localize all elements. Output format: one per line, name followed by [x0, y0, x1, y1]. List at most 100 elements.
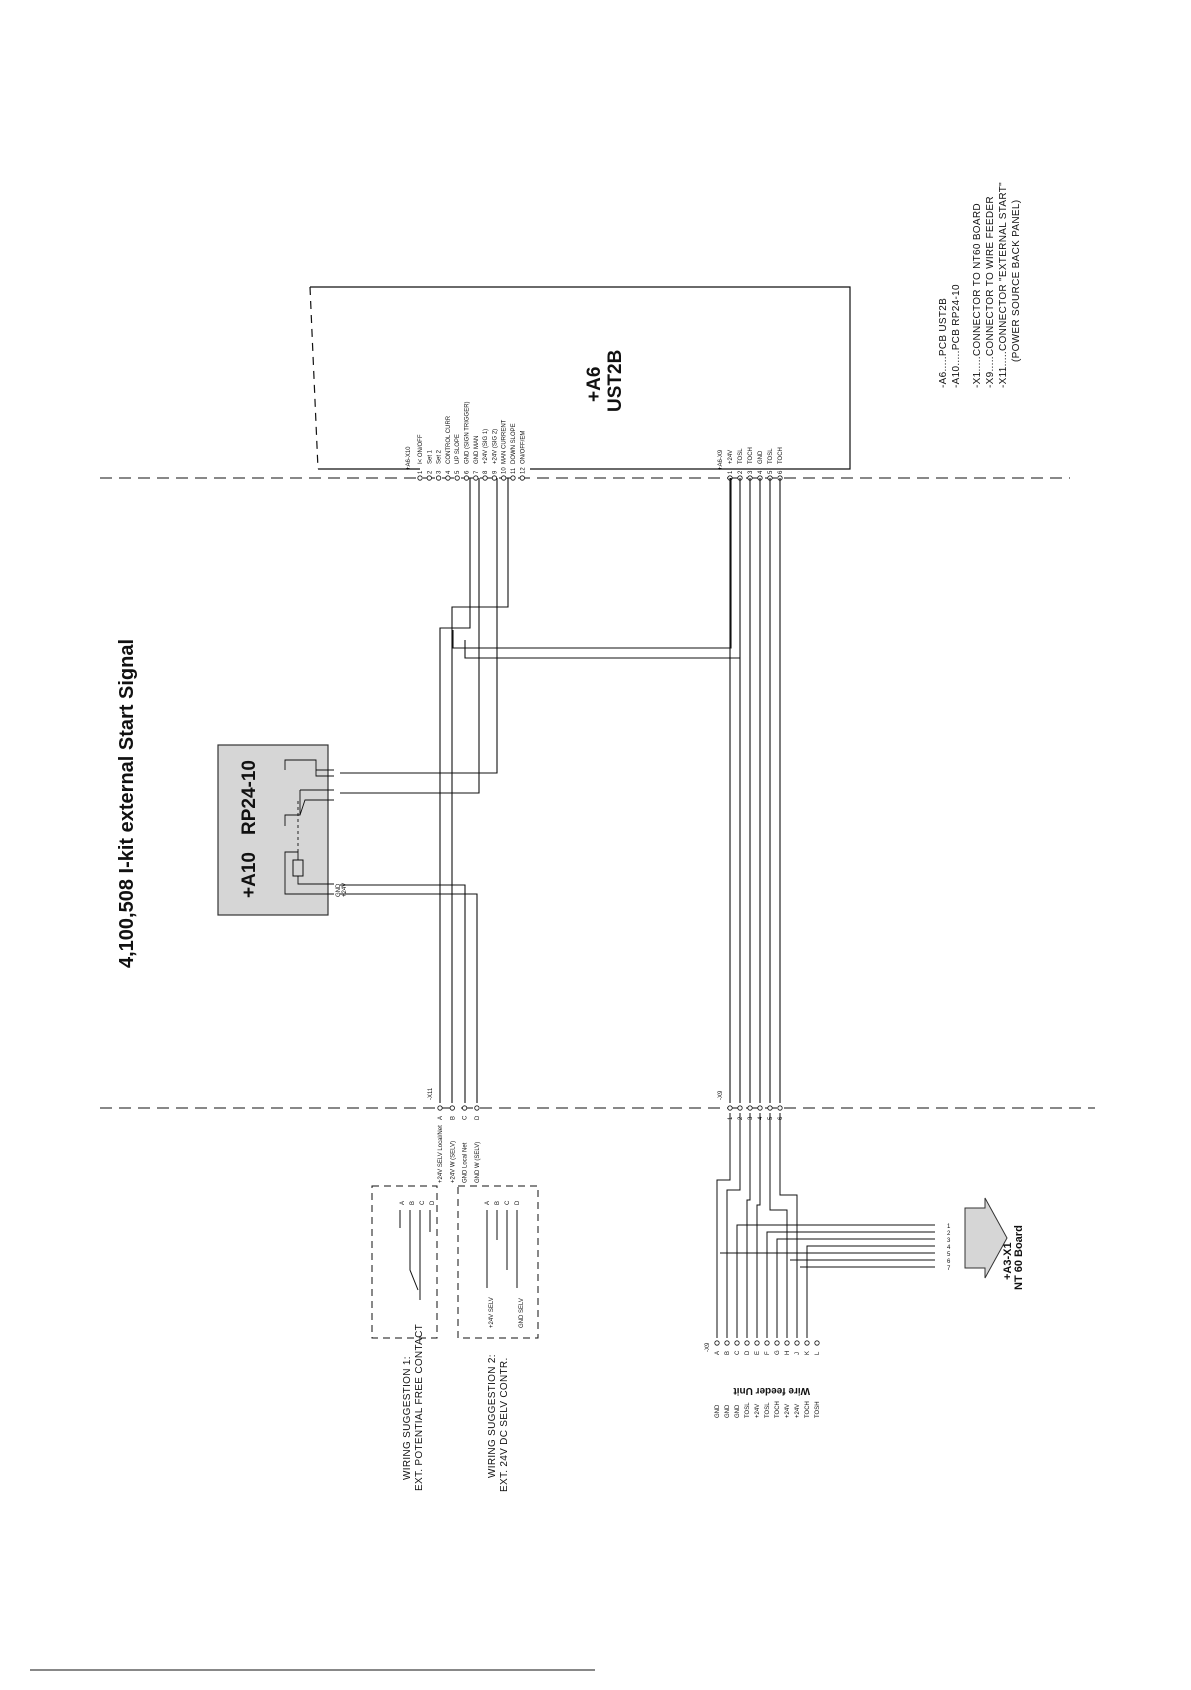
wiring-1-line1: WIRING SUGGESTION 1: — [402, 1356, 413, 1480]
pin-number: 4 — [758, 1116, 764, 1120]
pin-signal-label: GND MAN — [474, 436, 480, 464]
pin-signal-label: TOCH — [748, 447, 754, 464]
pin-number: 2 — [738, 470, 744, 474]
pin-terminal — [491, 475, 497, 481]
pin-number: L — [815, 1351, 821, 1355]
pin-number: A — [715, 1351, 721, 1355]
wiring2-pin: B — [495, 1201, 501, 1205]
pin-terminal — [754, 1340, 760, 1346]
pin-terminal — [737, 1105, 743, 1111]
pin-signal-label: GND — [715, 1404, 721, 1418]
pin-signal-label: +24V — [728, 450, 734, 464]
wiring2-pin: C — [505, 1200, 511, 1205]
pin-signal-label: +24V (SIG 1) — [483, 429, 489, 464]
pin-number: 4 — [446, 470, 452, 474]
pin-number: 5 — [768, 1116, 774, 1120]
legend-line: -X1.....CONNECTOR TO NT60 BOARD — [972, 203, 983, 388]
pin-number: G — [775, 1350, 781, 1355]
pin-signal-label: GND — [725, 1404, 731, 1418]
pin-signal-label: UP SLOPE — [455, 434, 461, 464]
pin-number: D — [745, 1350, 751, 1355]
pin-terminal — [764, 1340, 770, 1346]
pin-terminal — [757, 1105, 763, 1111]
pin-signal-label: GND — [758, 450, 764, 464]
wiring-suggestion-2: +24V SELV GND SELV WIRING SUGGESTION 2: … — [457, 1185, 539, 1492]
legend-line: -X9.....CONNECTOR TO WIRE FEEDER — [985, 196, 996, 388]
wiring-suggestion-1: WIRING SUGGESTION 1: EXT. POTENTIAL FREE… — [371, 1185, 438, 1491]
pin-signal-label: GND Local Net — [463, 1142, 469, 1183]
nt60-name: +A3-X1 — [1002, 1242, 1014, 1280]
pin-number: 3 — [748, 470, 754, 474]
pin-number: K — [805, 1351, 811, 1355]
legend-line: -A10.....PCB RP24-10 — [951, 284, 962, 388]
pin-number: J — [795, 1352, 801, 1355]
pin-terminal — [814, 1340, 820, 1346]
pin-number: 6 — [778, 470, 784, 474]
pin-signal-label: GND — [735, 1404, 741, 1418]
pin-signal-label: GND W (SELV) — [475, 1142, 481, 1183]
pin-terminal — [727, 1105, 733, 1111]
pin-signal-label: TOSL — [765, 1402, 771, 1418]
pin-number: C — [463, 1115, 469, 1120]
nt60-pin: 1 — [947, 1224, 951, 1230]
pin-terminal — [767, 1105, 773, 1111]
x9_top-name: +A6-X9 — [718, 449, 724, 470]
pin-number: 9 — [492, 470, 498, 474]
wire-harness — [340, 478, 935, 1338]
pin-number: 6 — [465, 470, 471, 474]
nt60-pin: 3 — [947, 1238, 951, 1244]
pin-number: 6 — [778, 1116, 784, 1120]
wiring2-pin: D — [515, 1200, 521, 1205]
x11-name: -X11 — [428, 1087, 434, 1100]
rp24-pin-gnd: GND — [336, 883, 342, 897]
diagram-title: 4,100,508 I-kit external Start Signal — [116, 639, 138, 968]
pin-terminal — [437, 1105, 443, 1111]
pin-terminal — [426, 475, 432, 481]
pin-number: 2 — [427, 470, 433, 474]
pin-terminal — [474, 1105, 480, 1111]
pin-number: D — [475, 1115, 481, 1120]
pin-signal-label: TOSH — [815, 1401, 821, 1418]
wiring-2-line1: WIRING SUGGESTION 2: — [487, 1354, 498, 1478]
nt60-pin: 4 — [947, 1245, 951, 1251]
pin-number: 5 — [455, 470, 461, 474]
pin-signal-label: +24V — [795, 1404, 801, 1418]
pin-terminal — [804, 1340, 810, 1346]
wiring1-pin: C — [420, 1200, 426, 1205]
pin-terminal — [724, 1340, 730, 1346]
pin-signal-label: I< ON/OFF — [418, 434, 424, 464]
wiring-2-line2: EXT. 24V DC SELV CONTR. — [499, 1357, 510, 1492]
pin-terminal — [510, 475, 516, 481]
pin-signal-label: TOSL — [745, 1402, 751, 1418]
nt60-pin: 7 — [947, 1266, 951, 1272]
pin-number: 12 — [520, 467, 526, 474]
rp24-pin-24v: +24V — [342, 883, 348, 897]
pin-number: 3 — [748, 1116, 754, 1120]
pin-number: 11 — [511, 467, 517, 474]
rp24-type: RP24-10 — [239, 760, 260, 835]
pin-signal-label: TOCH — [778, 447, 784, 464]
ust2b-name: +A6 — [584, 367, 605, 402]
pin-number: 4 — [758, 470, 764, 474]
pin-terminal — [435, 475, 442, 481]
pin-number: 10 — [502, 467, 508, 474]
pin-terminal — [482, 475, 488, 481]
pin-terminal — [519, 475, 525, 481]
legend-line: (POWER SOURCE BACK PANEL) — [1011, 200, 1022, 362]
pin-signal-label: CONTROL CURR — [446, 415, 452, 464]
pin-signal-label: Set 1 — [427, 449, 433, 464]
pin-signal-label: ON/OFF/EM — [520, 431, 526, 464]
pin-terminal — [417, 475, 423, 481]
x9_mid-name: -X9 — [718, 1090, 724, 1100]
pin-signal-label: TOCH — [805, 1401, 811, 1418]
pin-terminal — [454, 475, 460, 481]
pin-number: B — [725, 1351, 731, 1355]
pin-terminal — [744, 1340, 750, 1346]
wiring1-pin: D — [430, 1200, 436, 1205]
nt60-board: +A3-X1 NT 60 Board — [964, 1197, 1025, 1290]
pin-terminal — [777, 1105, 783, 1111]
nt60-pin: 6 — [947, 1259, 951, 1265]
